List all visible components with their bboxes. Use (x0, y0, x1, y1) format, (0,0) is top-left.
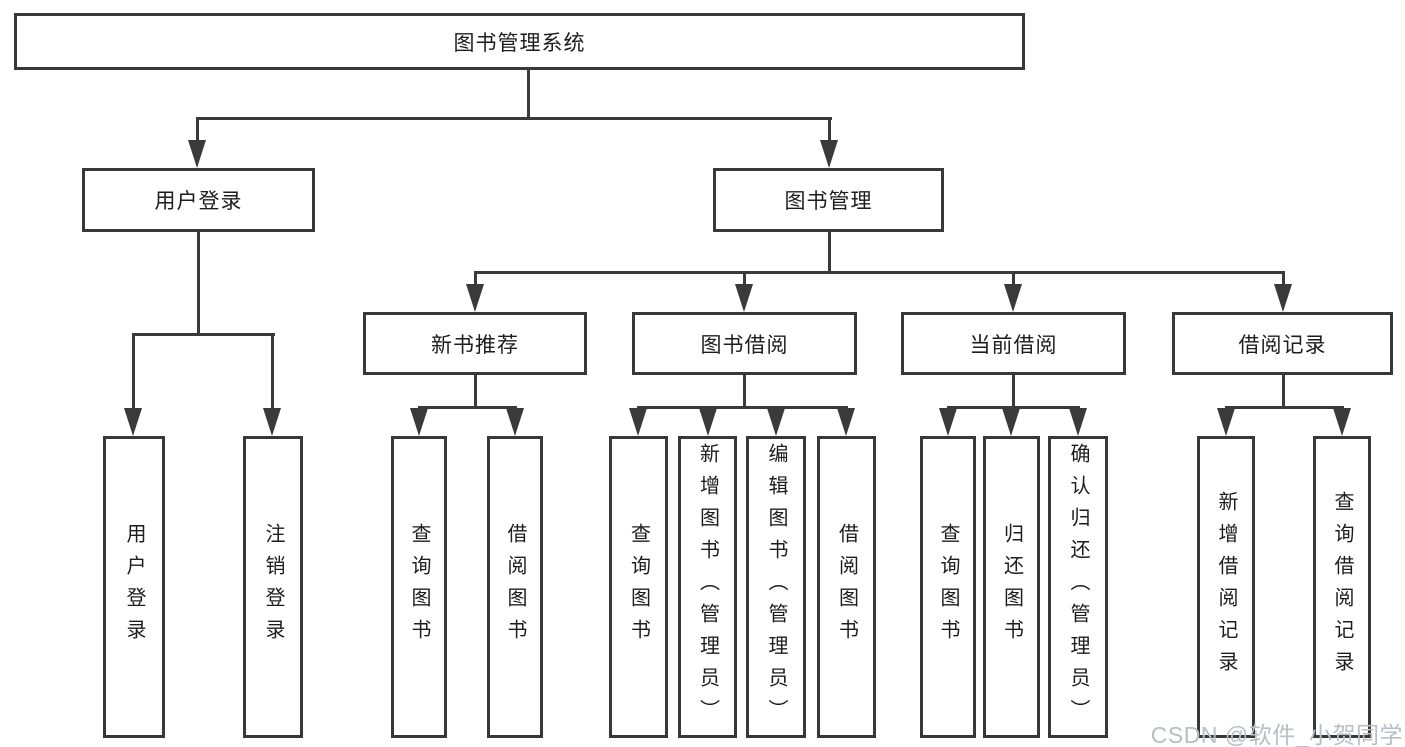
node-borrow-records-label: 借阅记录 (1238, 333, 1327, 357)
arrowhead-borrow-records (1274, 284, 1292, 312)
node-borrow-records: 借阅记录 (1172, 312, 1393, 375)
arrowhead-cb-confirm (1069, 408, 1087, 436)
leaf-current-query-books-label: 查询图书 (937, 523, 959, 651)
csdn-watermark: CSDN @软件_小贺同学 (1150, 722, 1403, 747)
arrowhead-current-borrow (1004, 284, 1022, 312)
node-book-management: 图书管理 (713, 168, 944, 232)
node-current-borrow: 当前借阅 (901, 312, 1126, 375)
leaf-add-books-admin-label: 新增图书（管理员） (696, 443, 719, 731)
leaf-current-query-books: 查询图书 (920, 436, 976, 738)
connector-drop-book-borrow (742, 272, 746, 286)
leaf-user-login: 用户登录 (103, 436, 165, 738)
leaf-recommend-query-books: 查询图书 (391, 436, 447, 738)
arrowhead-book-management (820, 140, 838, 168)
leaf-return-books: 归还图书 (983, 436, 1040, 738)
leaf-recommend-borrow-books-label: 借阅图书 (504, 523, 526, 651)
arrowhead-bb-edit (767, 408, 785, 436)
connector-drop-leaf-login (131, 334, 135, 410)
leaf-confirm-return-admin-label: 确认归还（管理员） (1067, 443, 1089, 731)
connector-drop-borrow-records (1281, 272, 1285, 286)
leaf-borrow-books: 借阅图书 (817, 436, 876, 738)
connector-drop-current-borrow (1011, 272, 1015, 286)
leaf-edit-books-admin-label: 编辑图书（管理员） (765, 443, 787, 731)
connector-borrow-records-hline (1224, 405, 1344, 409)
leaf-query-borrow-record: 查询借阅记录 (1313, 436, 1371, 738)
leaf-borrow-query-books: 查询图书 (609, 436, 668, 738)
connector-level3-hline (473, 270, 1285, 274)
arrowhead-bb-add (699, 408, 717, 436)
connector-level2-hline (195, 116, 832, 120)
arrowhead-leaf-login (124, 408, 142, 436)
connector-book-borrow-stem (742, 375, 746, 408)
leaf-return-books-label: 归还图书 (1000, 523, 1023, 651)
arrowhead-cb-query (939, 408, 957, 436)
leaf-user-login-label: 用户登录 (123, 523, 145, 651)
arrowhead-cb-return (1002, 408, 1020, 436)
arrowhead-book-borrow (735, 284, 753, 312)
arrowhead-user-login (188, 140, 206, 168)
arrowhead-br-add (1217, 408, 1235, 436)
node-user-login: 用户登录 (82, 168, 315, 232)
arrowhead-leaf-logout (263, 408, 281, 436)
arrowhead-br-query (1333, 408, 1351, 436)
connector-new-book-hline (417, 405, 517, 409)
leaf-query-borrow-record-label: 查询借阅记录 (1331, 491, 1353, 683)
connector-new-book-stem (473, 375, 477, 408)
connector-book-borrow-hline (636, 405, 848, 409)
leaf-logout-label: 注销登录 (262, 523, 284, 651)
leaf-recommend-borrow-books: 借阅图书 (487, 436, 543, 738)
node-root: 图书管理系统 (14, 13, 1025, 70)
leaf-add-books-admin: 新增图书（管理员） (678, 436, 737, 738)
connector-root-stem (526, 68, 530, 118)
connector-current-borrow-stem (1011, 375, 1015, 408)
arrowhead-recommend-query (410, 408, 428, 436)
leaf-borrow-books-label: 借阅图书 (835, 523, 858, 651)
connector-drop-user-login (195, 118, 199, 144)
node-book-borrow: 图书借阅 (632, 312, 857, 375)
arrowhead-new-book (466, 284, 484, 312)
node-book-borrow-label: 图书借阅 (700, 333, 789, 357)
arrowhead-bb-query (629, 408, 647, 436)
connector-drop-leaf-logout (270, 334, 274, 410)
connector-book-management-stem (827, 232, 831, 273)
leaf-add-borrow-record-label: 新增借阅记录 (1215, 491, 1237, 683)
node-current-borrow-label: 当前借阅 (969, 333, 1058, 357)
arrowhead-recommend-borrow (506, 408, 524, 436)
leaf-add-borrow-record: 新增借阅记录 (1197, 436, 1255, 738)
arrowhead-bb-borrow (837, 408, 855, 436)
connector-drop-new-book (473, 272, 477, 286)
leaf-recommend-query-books-label: 查询图书 (408, 523, 430, 651)
leaf-borrow-query-books-label: 查询图书 (627, 523, 650, 651)
node-user-login-label: 用户登录 (154, 190, 243, 213)
leaf-edit-books-admin: 编辑图书（管理员） (746, 436, 806, 738)
connector-drop-book-management (827, 118, 831, 144)
connector-user-login-hline (131, 332, 275, 336)
node-new-book-recommend: 新书推荐 (363, 312, 587, 375)
connector-borrow-records-stem (1281, 375, 1285, 408)
connector-current-borrow-hline (946, 405, 1080, 409)
leaf-logout: 注销登录 (243, 436, 303, 738)
node-new-book-recommend-label: 新书推荐 (431, 333, 519, 357)
leaf-confirm-return-admin: 确认归还（管理员） (1048, 436, 1108, 738)
node-root-label: 图书管理系统 (453, 31, 586, 55)
connector-user-login-stem (197, 232, 200, 335)
node-book-management-label: 图书管理 (784, 190, 873, 213)
